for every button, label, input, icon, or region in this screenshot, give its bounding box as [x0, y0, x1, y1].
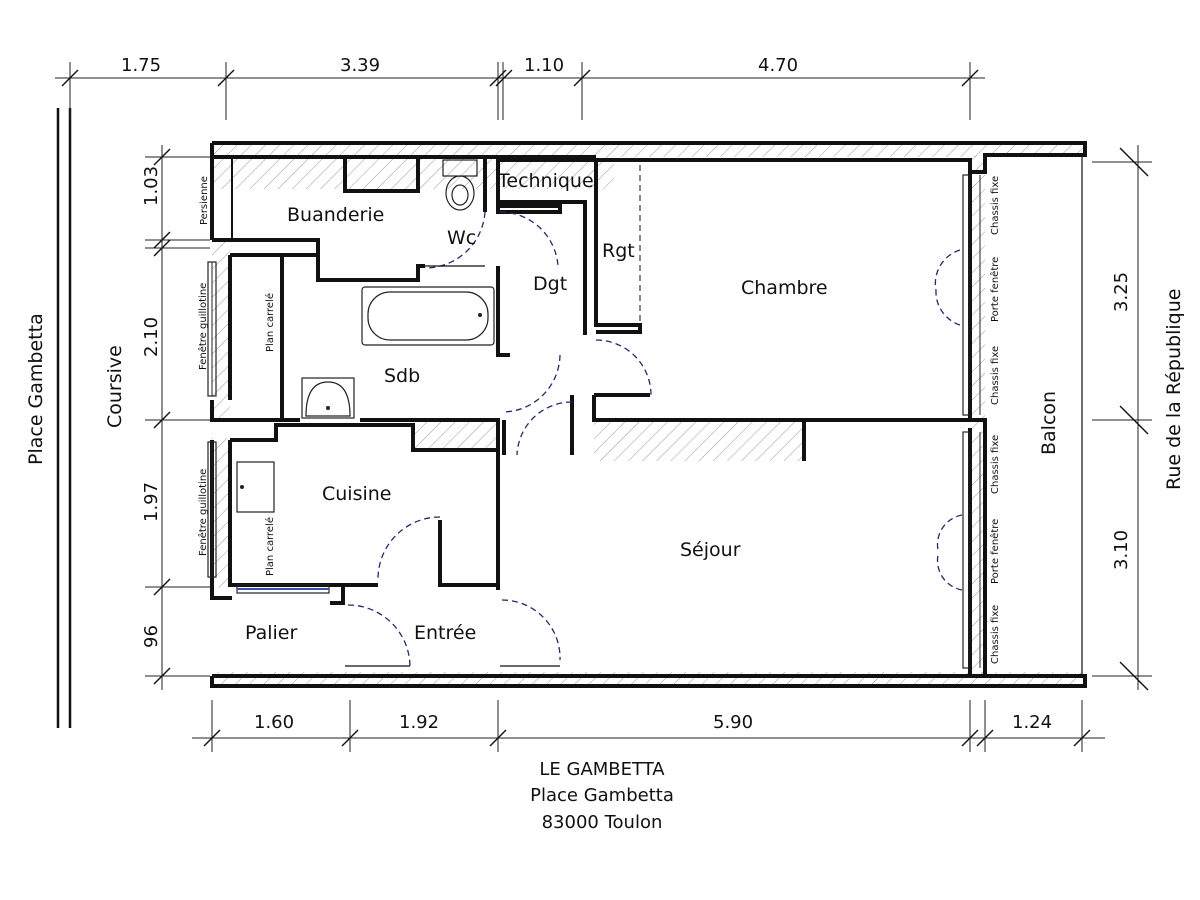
label-chassis-fixe-2: Chassis fixe	[990, 346, 1001, 405]
title-line-3: 83000 Toulon	[542, 812, 663, 833]
dim-bottom-3: 5.90	[713, 712, 753, 733]
label-fenetre-guillotine-bottom: Fenêtre guillotine	[197, 469, 209, 556]
dimension-line-bottom	[192, 700, 1105, 752]
room-technique: Technique	[497, 170, 594, 192]
dimension-line-left	[145, 145, 210, 690]
dim-bottom-2: 1.92	[399, 712, 439, 733]
dim-top-3: 1.10	[524, 55, 564, 76]
room-buanderie: Buanderie	[287, 204, 384, 226]
dim-left-1: 1.03	[141, 166, 162, 206]
dim-left-2: 2.10	[141, 317, 162, 357]
room-chambre: Chambre	[741, 277, 828, 299]
room-entree: Entrée	[414, 622, 476, 644]
room-palier: Palier	[245, 622, 297, 644]
label-chassis-fixe-4: Chassis fixe	[990, 605, 1001, 664]
dim-left-3: 1.97	[141, 482, 162, 522]
street-label-right: Rue de la République	[1163, 289, 1185, 490]
dimension-line-right	[1092, 145, 1152, 691]
dimension-line-top	[55, 62, 985, 120]
wall-hatching	[212, 145, 1085, 684]
windows	[207, 174, 981, 669]
interior-walls	[210, 157, 987, 676]
label-porte-fenetre-2: Porte fenêtre	[989, 519, 1001, 584]
label-persienne: Persienne	[199, 176, 210, 225]
title-line-1: LE GAMBETTA	[539, 759, 665, 780]
dim-right-2: 3.10	[1111, 530, 1132, 570]
label-chassis-fixe-1: Chassis fixe	[990, 176, 1001, 235]
label-fenetre-guillotine-top: Fenêtre guillotine	[197, 283, 209, 370]
dim-top-4: 4.70	[758, 55, 798, 76]
toilet	[442, 159, 478, 211]
dim-bottom-1: 1.60	[254, 712, 294, 733]
room-rgt: Rgt	[602, 240, 635, 262]
dim-top-2: 3.39	[340, 55, 380, 76]
street-label-left: Place Gambetta	[25, 313, 47, 465]
bathtub	[361, 286, 495, 346]
outer-walls	[210, 141, 1087, 688]
room-cuisine: Cuisine	[322, 483, 392, 505]
dim-bottom-4: 1.24	[1012, 712, 1052, 733]
label-porte-fenetre-1: Porte fenêtre	[989, 257, 1001, 322]
street-wall-left	[56, 108, 72, 728]
room-wc: Wc	[447, 227, 476, 249]
room-sejour: Séjour	[680, 539, 741, 561]
room-dgt: Dgt	[533, 273, 567, 295]
corridor-label: Coursive	[104, 345, 126, 428]
label-plan-carrele-bottom: Plan carrelé	[264, 517, 276, 576]
washbasin	[301, 377, 355, 419]
room-sdb: Sdb	[384, 365, 420, 387]
title-line-2: Place Gambetta	[530, 785, 674, 806]
label-chassis-fixe-3: Chassis fixe	[990, 435, 1001, 494]
dim-right-1: 3.25	[1111, 272, 1132, 312]
dim-left-4: 96	[141, 625, 162, 648]
balcony-label: Balcon	[1038, 391, 1060, 455]
label-plan-carrele-top: Plan carrelé	[264, 293, 276, 352]
kitchen-sink	[236, 461, 275, 513]
dim-top-1: 1.75	[121, 55, 161, 76]
door-swings	[345, 211, 963, 668]
kitchen-window-grille	[236, 584, 330, 594]
